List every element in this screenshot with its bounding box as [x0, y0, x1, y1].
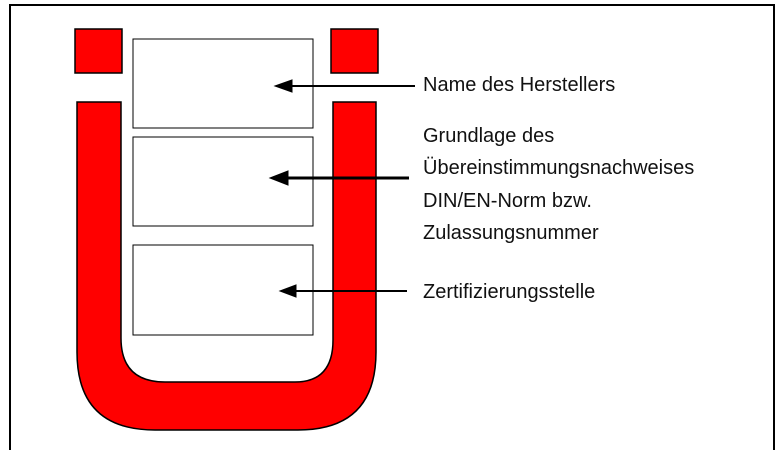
- basis-label-line-1: Grundlage des: [423, 125, 555, 147]
- ue-mark-right-dot: [330, 28, 379, 74]
- basis-label-line-3: DIN/EN-Norm bzw.: [423, 190, 592, 212]
- certification-arrow: [278, 284, 407, 298]
- manufacturer-label: Name des Herstellers: [423, 74, 616, 96]
- certification-label: Zertifizierungsstelle: [423, 281, 596, 303]
- basis-label-line-2: Übereinstimmungsnachweises: [423, 157, 695, 179]
- ue-mark-left-dot: [74, 28, 123, 74]
- ue-mark-body: [76, 101, 377, 431]
- manufacturer-arrow: [273, 79, 415, 93]
- basis-arrow: [268, 170, 409, 186]
- diagram-frame: [9, 4, 775, 450]
- basis-label-line-4: Zulassungsnummer: [423, 222, 599, 244]
